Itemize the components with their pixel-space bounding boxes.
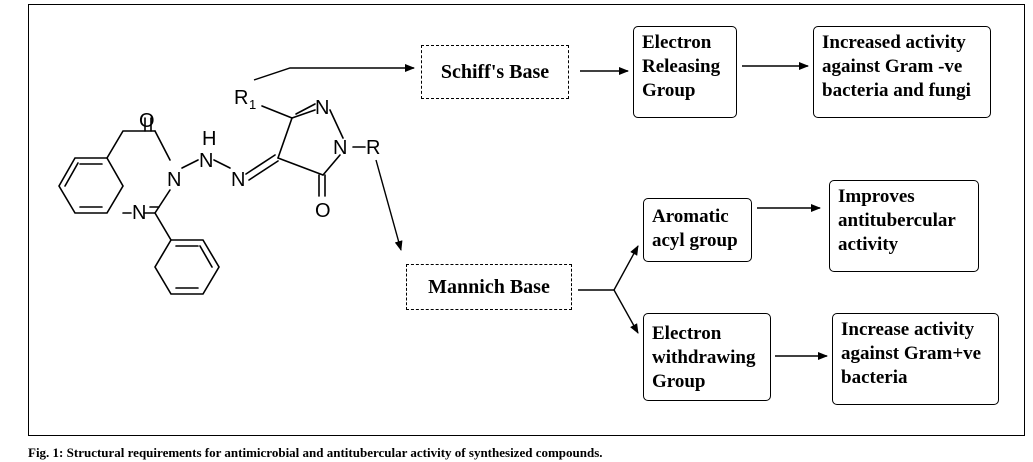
electron-withdrawing-box: Electron withdrawing Group: [643, 313, 771, 401]
gram-negative-line-3: bacteria and fungi: [822, 80, 971, 101]
gram-positive-line-1: Increase activity: [841, 319, 975, 340]
electron-releasing-line-3: Group: [642, 80, 696, 101]
phenyl-ring: [154, 239, 220, 295]
schiff-base-label: Schiff's Base: [440, 61, 550, 83]
aromatic-acyl-box: Aromatic acyl group: [643, 198, 752, 262]
antitubercular-line-3: activity: [838, 234, 899, 255]
antitubercular-line-1: Improves: [838, 186, 915, 207]
pyrimidine-ring: [106, 130, 156, 159]
figure-frame: [28, 4, 1025, 436]
electron-releasing-box: Electron Releasing Group: [633, 26, 737, 118]
atom-oxygen-1: O: [139, 110, 155, 132]
atom-r: R: [366, 137, 380, 159]
mannich-base-label: Mannich Base: [428, 276, 550, 298]
electron-withdrawing-line-3: Group: [652, 371, 706, 392]
gram-negative-line-1: Increased activity: [822, 32, 966, 53]
aromatic-acyl-line-2: acyl group: [652, 230, 738, 251]
atom-hydrogen: H: [202, 128, 216, 150]
electron-withdrawing-line-1: Electron: [652, 323, 722, 344]
gram-positive-line-2: against Gram+ve: [841, 343, 982, 364]
electron-withdrawing-line-2: withdrawing: [652, 347, 756, 368]
gram-positive-line-3: bacteria: [841, 367, 908, 388]
gram-negative-activity-box: Increased activity against Gram -ve bact…: [813, 26, 991, 118]
antitubercular-line-2: antitubercular: [838, 210, 956, 231]
benzene-ring-fused: [58, 157, 124, 214]
atom-nitrogen-quinazoline-3: N: [167, 169, 181, 191]
atom-nitrogen-quinazoline-1: N: [132, 202, 146, 224]
atom-nitrogen-imine: N: [231, 169, 245, 191]
schiff-base-box: Schiff's Base: [421, 45, 569, 99]
arrow-fork-to-withdrawing: [613, 289, 639, 334]
gram-positive-activity-box: Increase activity against Gram+ve bacter…: [832, 313, 999, 405]
arrow-r1-to-schiff: [253, 64, 415, 81]
antitubercular-box: Improves antitubercular activity: [829, 180, 979, 272]
atom-nitrogen-pyrazole-2: N: [315, 97, 329, 119]
figure-caption: Fig. 1: Structural requirements for anti…: [28, 445, 603, 460]
arrow-fork-to-aromatic: [613, 245, 639, 291]
mannich-base-box: Mannich Base: [406, 264, 572, 310]
atom-oxygen-2: O: [315, 200, 331, 222]
atom-r1-subscript: 1: [249, 97, 256, 112]
electron-releasing-line-1: Electron: [642, 32, 712, 53]
aromatic-acyl-line-1: Aromatic: [652, 206, 729, 227]
gram-negative-line-2: against Gram -ve: [822, 56, 963, 77]
atom-r1: R: [234, 87, 248, 109]
arrow-r-to-mannich: [375, 159, 403, 251]
electron-releasing-line-2: Releasing: [642, 56, 721, 77]
atom-nitrogen-pyrazole-1: N: [333, 137, 347, 159]
molecule-structure: [58, 103, 366, 295]
atom-nitrogen-hydrazine: N: [199, 150, 213, 172]
